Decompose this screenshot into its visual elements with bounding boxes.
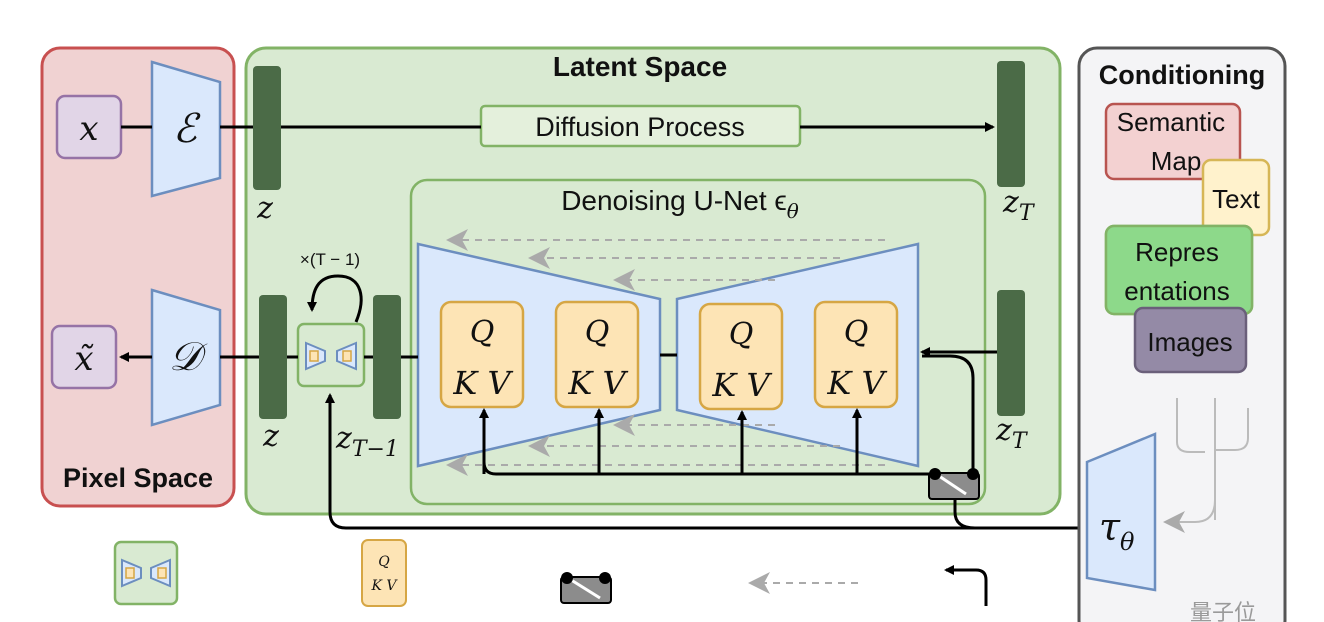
legend-switch-icon: [560, 572, 612, 604]
z-label-bottom: z: [262, 419, 279, 454]
svg-text:K V: K V: [452, 364, 513, 402]
legend-denoising-step-icon: [113, 540, 179, 606]
legend-qkv-icon: Q K V: [361, 539, 407, 607]
conditioning-merge-lines: [1163, 398, 1249, 533]
latent-z-tm1-bar: [373, 295, 401, 419]
qkv-block-2: Q K V: [554, 300, 640, 409]
tau-encoder-trapezoid: [1085, 432, 1157, 592]
qkv-block-3: Q K V: [698, 302, 784, 411]
svg-text:Q: Q: [729, 317, 754, 352]
images-box: [1133, 306, 1248, 374]
tau-symbol: τθ: [1099, 505, 1135, 556]
semantic-map-label-2: Map: [1151, 146, 1202, 176]
svg-text:Q: Q: [585, 315, 610, 350]
diffusion-process-label: Diffusion Process: [535, 112, 745, 142]
flow-arrows: [119, 122, 1088, 530]
latent-zT-bar-bottom: [997, 290, 1025, 416]
legend-concat-arrow: [944, 565, 988, 606]
svg-text:Q: Q: [378, 554, 390, 570]
encoder-trapezoid: [150, 60, 222, 198]
output-x-tilde-label: x̃: [74, 339, 94, 379]
decoder-trapezoid: [150, 288, 222, 427]
svg-text:Q: Q: [844, 315, 869, 350]
repeat-loop-arrow: [307, 274, 363, 323]
svg-text:K V: K V: [826, 364, 887, 402]
z-tm1-label: zT−1: [335, 421, 399, 462]
conditioning-title: Conditioning: [1099, 60, 1265, 90]
svg-text:Q: Q: [470, 315, 495, 350]
latent-z-bar-bottom: [259, 295, 287, 419]
svg-text:K V: K V: [711, 366, 772, 404]
repeat-label: ×(T − 1): [300, 250, 360, 269]
z-label-top: z: [256, 191, 273, 226]
encoder-symbol: ℰ: [173, 106, 201, 152]
svg-text:K V: K V: [370, 578, 398, 594]
watermark: 量子位: [1190, 600, 1256, 622]
images-label: Images: [1147, 327, 1232, 357]
qkv-block-4: Q K V: [813, 300, 899, 409]
semantic-map-label-1: Semantic: [1117, 107, 1225, 137]
text-label: Text: [1212, 184, 1260, 214]
input-x-label: x: [79, 109, 98, 149]
representations-label-2: entations: [1124, 276, 1230, 306]
unet-title: Denoising U-Net ϵθ: [561, 185, 799, 223]
skip-connections: [446, 229, 885, 476]
denoising-step-icon: [296, 322, 366, 388]
pixel-space-title: Pixel Space: [63, 463, 213, 493]
latent-zT-bar-top: [997, 61, 1025, 187]
switch-icon: [928, 468, 980, 500]
latent-space-title: Latent Space: [553, 51, 727, 82]
latent-z-bar-top: [253, 66, 281, 190]
output-x-tilde-box: [50, 324, 118, 390]
qkv-block-1: Q K V: [439, 300, 525, 409]
representations-label-1: Repres: [1135, 237, 1219, 267]
svg-text:K V: K V: [567, 364, 628, 402]
zT-label-top: zT: [1002, 185, 1036, 226]
zT-label-bottom: zT: [995, 413, 1029, 454]
